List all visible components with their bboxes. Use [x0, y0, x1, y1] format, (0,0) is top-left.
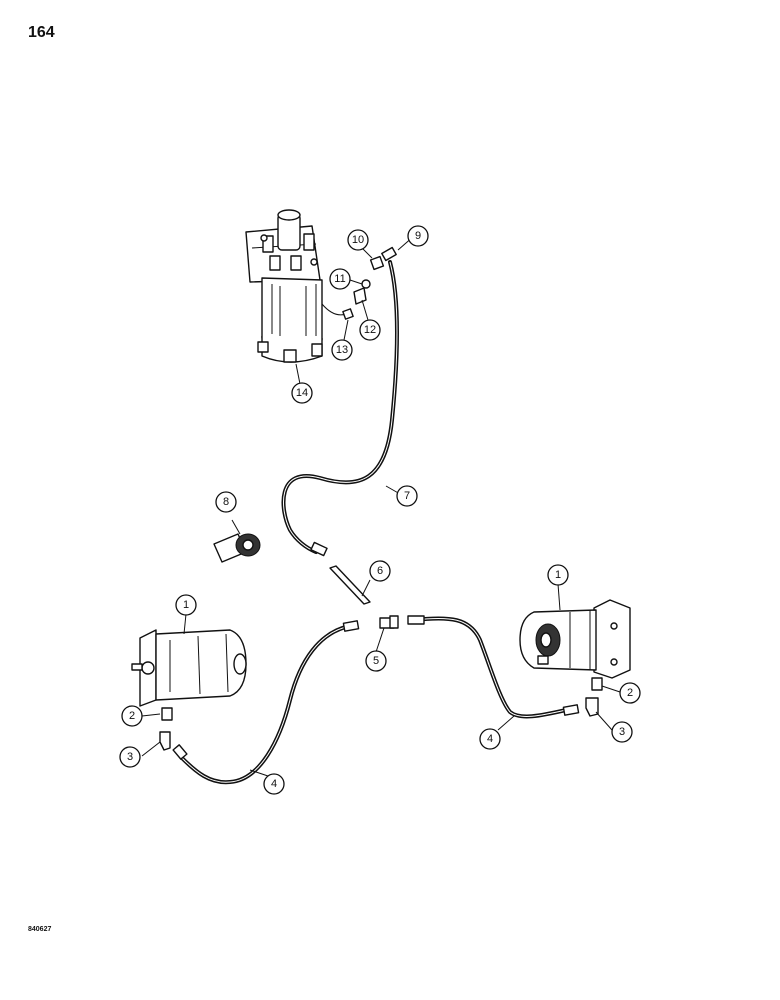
callout-3-right-label: 3: [619, 726, 625, 738]
elbow-3-right: [585, 697, 599, 717]
callout-6-label: 6: [377, 565, 383, 577]
callout-5: 5: [365, 650, 387, 672]
callout-13: 13: [331, 339, 353, 361]
tee-fitting: [379, 615, 399, 629]
callout-3-left: 3: [119, 746, 141, 768]
callout-13-label: 13: [336, 344, 348, 356]
callout-14-label: 14: [296, 387, 308, 399]
callout-14: 14: [291, 382, 313, 404]
callout-9: 9: [407, 225, 429, 247]
callout-2-right-label: 2: [627, 687, 633, 699]
callout-1-right-label: 1: [555, 569, 561, 581]
callout-2-right: 2: [619, 682, 641, 704]
callout-3-right: 3: [611, 721, 633, 743]
callout-7-label: 7: [404, 490, 410, 502]
callout-8-label: 8: [223, 496, 229, 508]
page-number: 164: [28, 24, 55, 41]
hose-7-end-fitting: [310, 541, 328, 557]
figure-code: 840627: [28, 926, 52, 933]
valve-assembly: [245, 209, 347, 363]
callout-4-right: 4: [479, 728, 501, 750]
fitting-group: [342, 246, 397, 320]
pump-right: [519, 599, 631, 679]
elbow-3-left: [159, 731, 171, 751]
callout-1-left-label: 1: [183, 599, 189, 611]
callout-4-right-label: 4: [487, 733, 493, 745]
callout-12-label: 12: [364, 324, 376, 336]
callout-9-label: 9: [415, 230, 421, 242]
callout-4-left-label: 4: [271, 778, 277, 790]
callout-4-left: 4: [263, 773, 285, 795]
callout-11: 11: [329, 268, 351, 290]
callout-8: 8: [215, 491, 237, 513]
callout-12: 12: [359, 319, 381, 341]
adapter-2-left: [161, 707, 173, 721]
callout-11-label: 11: [334, 273, 345, 285]
callout-1-right: 1: [547, 564, 569, 586]
callout-7: 7: [396, 485, 418, 507]
callout-10: 10: [347, 229, 369, 251]
callout-3-left-label: 3: [127, 751, 133, 763]
callout-2-left: 2: [121, 705, 143, 727]
callout-2-left-label: 2: [129, 710, 135, 722]
pump-left: [131, 629, 247, 707]
clamp: [213, 533, 261, 563]
callout-6: 6: [369, 560, 391, 582]
callout-1-left: 1: [175, 594, 197, 616]
callout-10-label: 10: [352, 234, 364, 246]
callout-5-label: 5: [373, 655, 379, 667]
adapter-2-right: [591, 677, 603, 691]
tube-6: [329, 565, 371, 605]
